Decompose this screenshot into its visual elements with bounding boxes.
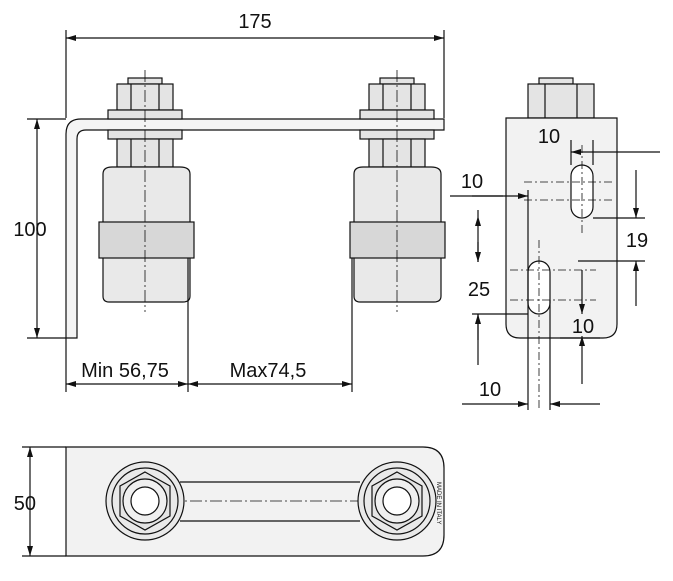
dim-slot-offset-left: 10	[461, 171, 483, 193]
wheel-top-right	[357, 461, 437, 541]
side-plate	[505, 117, 618, 339]
wheel-top-left	[105, 461, 185, 541]
axle-top-view	[180, 481, 360, 522]
dim-max-offset: Max74,5	[230, 360, 307, 382]
dim-slot-bottom-margin: 10	[572, 316, 594, 338]
dim-slot-top-width: 10	[538, 126, 560, 148]
dim-min-offset: Min 56,75	[81, 360, 169, 382]
dim-overall-length: 175	[238, 11, 271, 33]
side-nut	[527, 83, 595, 119]
front-view	[27, 30, 446, 392]
left-wheel-assembly	[98, 70, 195, 312]
l-bracket	[65, 118, 445, 339]
roller-band-right	[349, 221, 446, 259]
dim-slot-bottom-width: 10	[479, 379, 501, 401]
dim-height: 100	[13, 219, 46, 241]
made-in-italy-stamp: MADE IN ITALY	[435, 482, 441, 524]
dim-plate-width: 50	[14, 493, 36, 515]
top-view	[22, 446, 445, 557]
right-wheel-assembly	[349, 70, 446, 312]
roller-band-left	[98, 221, 195, 259]
dim-slot-spacing: 19	[626, 230, 648, 252]
side-view	[450, 77, 660, 410]
dim-slot-pitch: 25	[468, 279, 490, 301]
